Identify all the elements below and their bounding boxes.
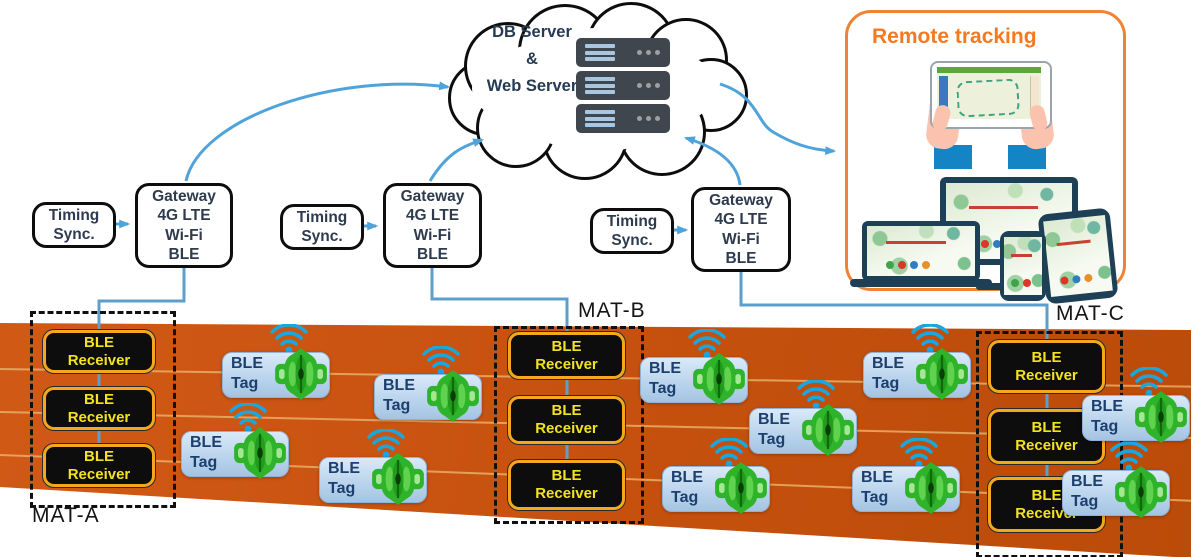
wifi-signal-icon [684,328,730,359]
wifi-signal-icon [363,428,409,459]
beetle-tag-device-icon [802,404,854,456]
tablet-in-hands-illustration [848,49,1129,173]
tablet [1037,207,1119,305]
wifi-signal-icon [266,323,312,354]
wifi-signal-icon [225,402,271,433]
beetle-tag-device-icon [715,462,767,514]
wifi-signal-icon [793,379,839,410]
wifi-signal-icon [896,437,942,468]
beetle-tag-device-icon [905,462,957,514]
server-stack-icon [576,38,672,137]
mat-c-label: MAT-C [1056,302,1125,325]
wifi-signal-icon [706,437,752,468]
db-web-server-label: DB Server & Web Server [486,23,578,95]
remote-tracking-panel: Remote tracking [845,10,1129,305]
wifi-signal-icon [1106,441,1152,472]
wifi-signal-icon [1126,366,1172,397]
beetle-tag-device-icon [275,348,327,400]
mat-b-label: MAT-B [578,299,646,322]
remote-tracking-title: Remote tracking [872,25,1037,48]
cloud: DB Server & Web Server [448,2,748,180]
beetle-tag-device-icon [693,353,745,405]
beetle-tag-device-icon [1135,391,1187,443]
mat-a-label: MAT-A [32,504,100,527]
beetle-tag-device-icon [427,370,479,422]
mat-b-boundary [494,326,644,524]
beetle-tag-device-icon [372,453,424,505]
beetle-tag-device-icon [1115,466,1167,518]
beetle-tag-device-icon [916,348,968,400]
wire-gateway2-to-mat-b [430,268,569,334]
beetle-tag-device-icon [234,427,286,479]
arrow-gateway1-to-cloud [184,81,451,182]
phone [1000,231,1046,301]
wifi-signal-icon [418,345,464,376]
laptop [862,221,980,281]
devices-illustration [848,171,1129,305]
